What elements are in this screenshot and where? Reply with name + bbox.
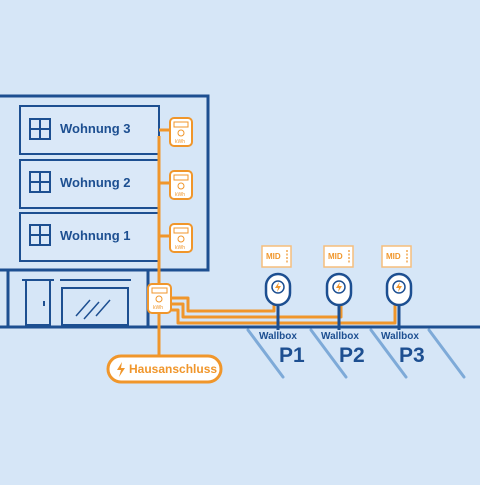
wallbox-3-icon bbox=[385, 272, 413, 307]
apartment-2-box bbox=[19, 159, 160, 209]
house-connection-label: Hausanschluss bbox=[129, 362, 218, 376]
house-connection-box bbox=[106, 354, 223, 384]
shop-window-icon bbox=[60, 279, 131, 326]
parking-space-lines bbox=[246, 328, 466, 379]
wallbox-2-label: Wallbox bbox=[321, 331, 359, 342]
apartment-3-meter-icon bbox=[169, 117, 193, 147]
apartment-1-meter-unit: kWh bbox=[175, 245, 185, 251]
building bbox=[0, 94, 210, 329]
lightning-icon bbox=[117, 362, 125, 377]
wallbox-1-label: Wallbox bbox=[259, 331, 297, 342]
apartment-3-label: Wohnung 3 bbox=[60, 121, 131, 136]
main-meter-icon bbox=[147, 283, 172, 314]
mid-meter-3-icon bbox=[381, 245, 412, 268]
apartment-3-meter-unit: kWh bbox=[175, 139, 185, 145]
apartment-2-meter-icon bbox=[169, 170, 193, 200]
window-icon bbox=[29, 118, 51, 140]
wallbox-posts bbox=[276, 305, 401, 330]
mid-meter-1-icon bbox=[261, 245, 292, 268]
mid-meter-1-label: MID bbox=[266, 252, 281, 261]
wallbox-2-icon bbox=[325, 272, 353, 307]
window-icon bbox=[29, 171, 51, 193]
wallbox-1-icon bbox=[264, 272, 292, 307]
mid-meter-3-label: MID bbox=[386, 252, 401, 261]
apartment-1-meter-icon bbox=[169, 223, 193, 253]
mid-meter-2-label: MID bbox=[328, 252, 343, 261]
mid-meter-2-icon bbox=[323, 245, 354, 268]
parking-space-1-label: P1 bbox=[279, 344, 305, 367]
window-icon bbox=[29, 224, 51, 246]
apartment-2-label: Wohnung 2 bbox=[60, 175, 131, 190]
parking-space-3-label: P3 bbox=[399, 344, 425, 367]
main-meter-unit: kWh bbox=[153, 305, 163, 311]
door-icon bbox=[22, 279, 54, 326]
wallbox-3-label: Wallbox bbox=[381, 331, 419, 342]
power-wiring bbox=[157, 128, 397, 355]
apartment-2-meter-unit: kWh bbox=[175, 192, 185, 198]
parking-space-2-label: P2 bbox=[339, 344, 365, 367]
apartment-1-label: Wohnung 1 bbox=[60, 228, 131, 243]
